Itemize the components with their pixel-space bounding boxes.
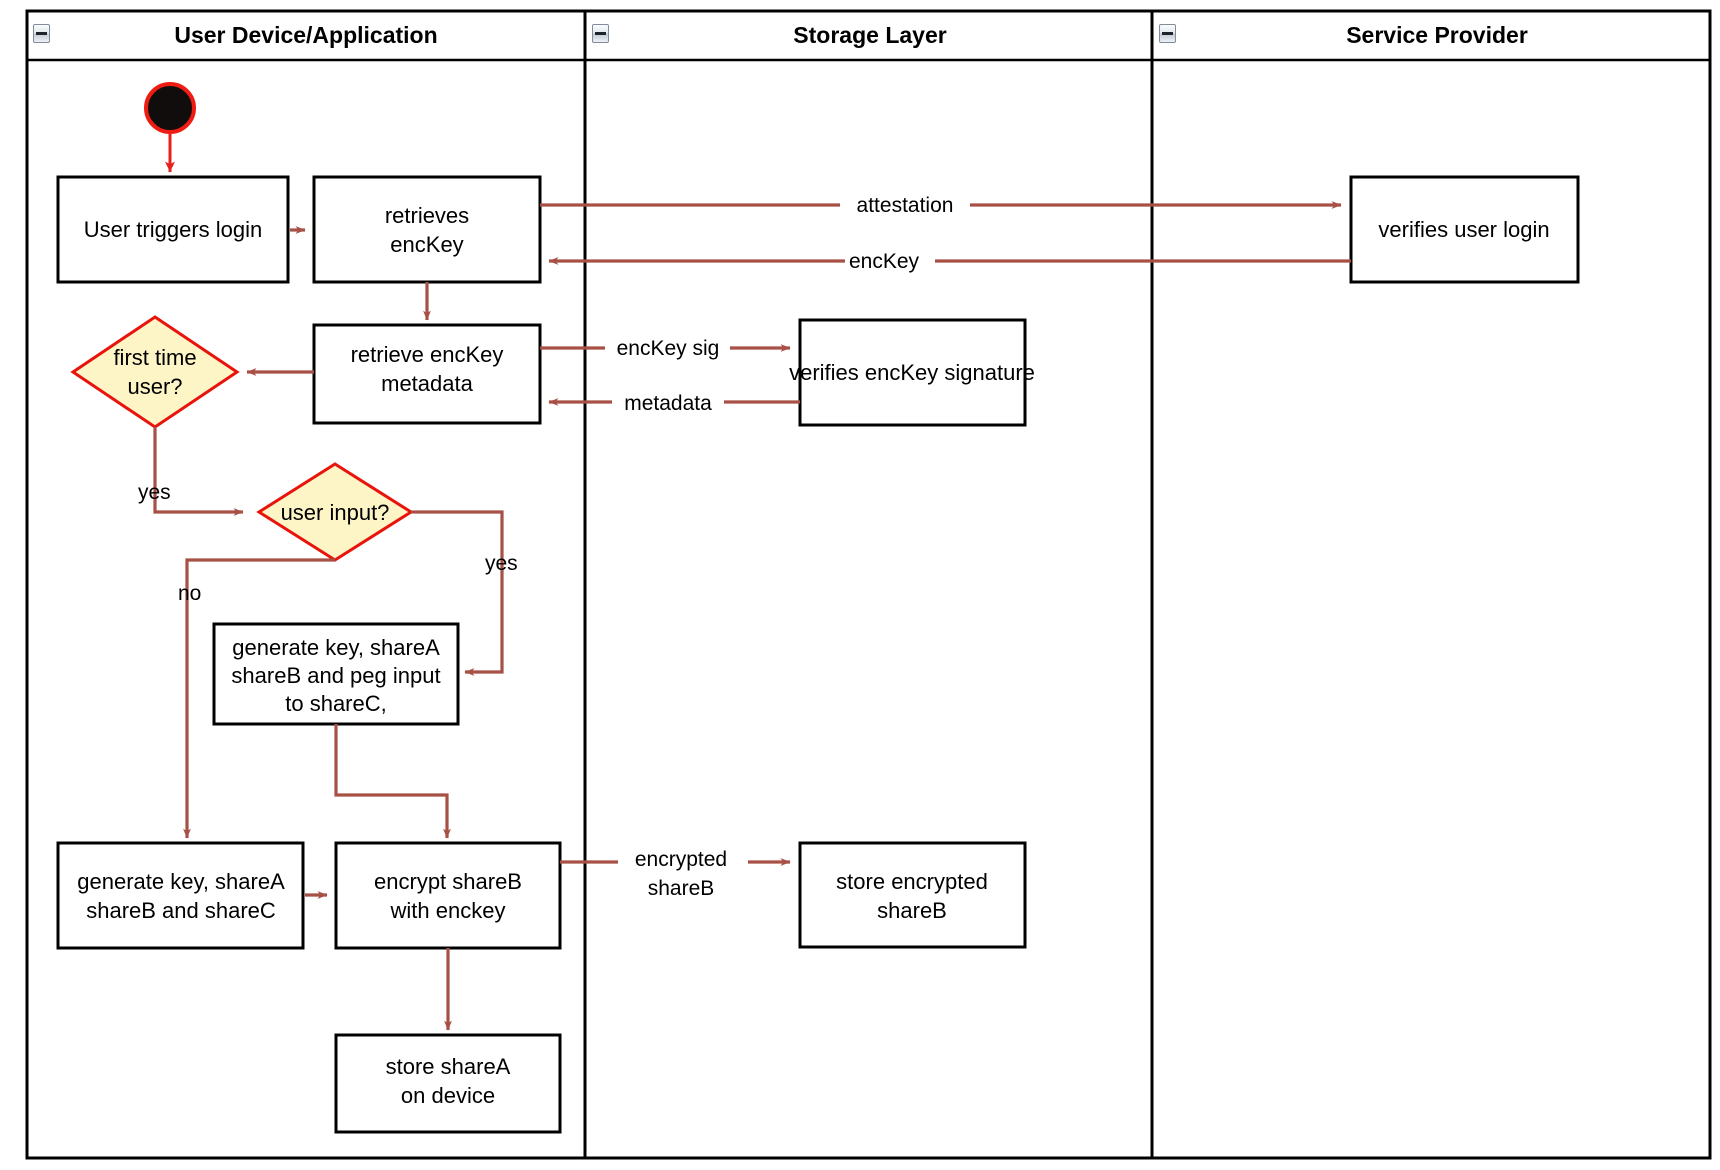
node-label-store-enc-shareb-line1: store encrypted bbox=[836, 869, 988, 894]
lane-title-storage-layer: Storage Layer bbox=[793, 22, 946, 48]
lane-title-user-device: User Device/Application bbox=[174, 22, 437, 48]
edge-label-attestation: attestation bbox=[857, 194, 954, 217]
lane-header-storage-layer[interactable]: Storage Layer bbox=[793, 22, 946, 48]
node-verifies-user-login[interactable]: verifies user login bbox=[1349, 175, 1580, 284]
node-label-retrieves-enckey-line1: retrieves bbox=[385, 203, 469, 228]
node-label-user-triggers-login: User triggers login bbox=[84, 217, 263, 242]
edge-label-yes-first-time: yes bbox=[138, 481, 171, 504]
collapse-minus-icon-storage-layer[interactable] bbox=[592, 24, 609, 43]
edge-label-yes-user-input: yes bbox=[485, 552, 518, 575]
edge-label-encrypted-shareb-line1: encrypted bbox=[635, 848, 727, 871]
swimlane-frame bbox=[25, 9, 1712, 1160]
node-label-encrypt-shareb-line1: encrypt shareB bbox=[374, 869, 522, 894]
edge-label-encrypted-shareb-line2: shareB bbox=[648, 877, 715, 900]
node-generate-shares[interactable]: generate key, shareA shareB and shareC bbox=[56, 841, 305, 950]
edge-label-bg-enckey-sig bbox=[605, 335, 730, 361]
node-label-verifies-enckey-signature: verifies encKey signature bbox=[789, 360, 1035, 385]
node-label-user-input: user input? bbox=[281, 500, 390, 525]
node-label-store-sharea-line2: on device bbox=[401, 1083, 495, 1108]
edge-label-bg-metadata bbox=[612, 390, 724, 416]
node-label-store-sharea-line1: store shareA bbox=[386, 1054, 511, 1079]
node-label-verifies-user-login: verifies user login bbox=[1378, 217, 1549, 242]
node-label-generate-abc-line1: generate key, shareA bbox=[77, 869, 285, 894]
node-store-sharea[interactable]: store shareA on device bbox=[334, 1033, 562, 1134]
node-label-generate-abc-line2: shareB and shareC bbox=[86, 898, 276, 923]
edge-peg-to-encrypt bbox=[334, 724, 451, 839]
edge-user-input-no bbox=[183, 558, 335, 839]
node-label-generate-peg-line1: generate key, shareA bbox=[232, 635, 440, 660]
node-label-first-time-user-line2: user? bbox=[127, 374, 182, 399]
edge-label-enckey-sig: encKey sig bbox=[617, 337, 720, 360]
edge-label-metadata: metadata bbox=[624, 392, 712, 415]
node-label-store-enc-shareb-line2: shareB bbox=[877, 898, 947, 923]
lane-header-user-device[interactable]: User Device/Application bbox=[174, 22, 437, 48]
node-label-generate-peg-line2: shareB and peg input bbox=[231, 663, 440, 688]
edge-label-no-user-input: no bbox=[178, 582, 201, 605]
edge-first-time-user-yes bbox=[153, 427, 244, 516]
initial-node bbox=[144, 82, 196, 134]
node-retrieves-enckey[interactable]: retrieves encKey bbox=[312, 175, 542, 284]
node-store-encrypted-shareb[interactable]: store encrypted shareB bbox=[798, 841, 1027, 949]
edge-label-bg-enckey bbox=[845, 248, 935, 274]
node-user-triggers-login[interactable]: User triggers login bbox=[56, 175, 290, 284]
node-retrieve-enckey-metadata[interactable]: retrieve encKey metadata bbox=[312, 323, 542, 425]
node-verifies-enckey-signature[interactable]: verifies encKey signature bbox=[789, 318, 1035, 427]
node-encrypt-shareb[interactable]: encrypt shareB with enckey bbox=[334, 841, 562, 950]
edge-label-enckey: encKey bbox=[849, 250, 920, 273]
node-label-retrieve-metadata-line1: retrieve encKey bbox=[351, 342, 504, 367]
lane-header-service-provider[interactable]: Service Provider bbox=[1346, 22, 1528, 48]
node-label-retrieve-metadata-line2: metadata bbox=[381, 371, 473, 396]
node-label-first-time-user-line1: first time bbox=[113, 345, 196, 370]
node-label-generate-peg-line3: to shareC, bbox=[285, 691, 387, 716]
collapse-minus-icon-service-provider[interactable] bbox=[1159, 24, 1176, 43]
edge-user-input-yes bbox=[411, 510, 504, 676]
node-generate-peg-input[interactable]: generate key, shareA shareB and peg inpu… bbox=[212, 622, 460, 726]
node-user-input-decision[interactable]: user input? bbox=[256, 462, 414, 562]
collapse-minus-icon-user-device[interactable] bbox=[33, 24, 50, 43]
node-label-encrypt-shareb-line2: with enckey bbox=[390, 898, 506, 923]
lane-title-service-provider: Service Provider bbox=[1346, 22, 1528, 48]
node-label-retrieves-enckey-line2: encKey bbox=[390, 232, 463, 257]
node-first-time-user-decision[interactable]: first time user? bbox=[70, 315, 240, 429]
edge-label-bg-attestation bbox=[840, 192, 970, 218]
edge-label-bg-encrypted-shareb bbox=[618, 848, 748, 872]
